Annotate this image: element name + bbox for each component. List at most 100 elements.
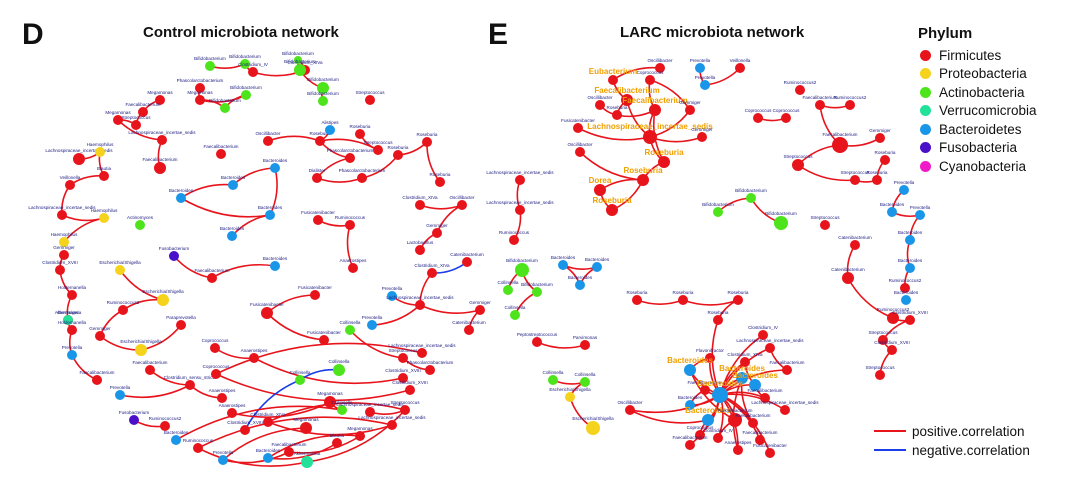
legend-label: Cyanobacteria [939,158,1027,174]
control-node-clostridium-xviii: Clostridium_XVIII [385,368,421,383]
control-node-label: Lachnospiraceae_incertae_sedis [388,343,456,348]
control-node-marker [227,408,237,418]
control-node-marker [185,380,195,390]
control-node-marker [241,90,251,100]
control-node-label: Haemophilus [91,208,119,213]
larc-node-marker [887,207,897,217]
control-node-bacteroides: Bacteroides [263,256,288,271]
larc-node-marker [612,110,622,120]
control-node-label: Fusicatenibacter [307,330,341,335]
larc-node-label: Clostridium_XIVa [727,352,763,357]
larc-node-oscillibacter: Oscillibacter [617,400,643,415]
larc-node-roseburia: Roseburia [623,166,663,186]
control-node-label: Fusicatenibacter [298,285,332,290]
control-edge [99,309,124,337]
control-node-lachnospiraceae-incertae-sedis: Lachnospiraceae_incertae_sedis [388,343,456,358]
larc-node-label: Streptococcus [810,215,840,220]
control-edge [119,384,191,399]
control-node-veillonella: Veillonella [60,175,81,190]
control-node-label: Fusicatenibacter [301,210,335,215]
larc-node-lachnospiraceae-incertae-sedis: Lachnospiraceae_incertae_sedis [736,338,804,353]
control-node-faecalibacterium: Faecalibacterium [80,370,115,385]
larc-node-marker [872,175,882,185]
control-node-oscillibacter: Oscillibacter [449,195,475,210]
larc-node-label: Fusicatenibacter [753,443,787,448]
larc-node-label: Faecalibacterium [803,95,838,100]
control-node-phascolarctobacterium: Phascolarctobacterium [177,78,224,93]
larc-node-clostridium-iv: Clostridium_IV [748,325,779,340]
control-node-clostridium-xiva: Clostridium_XIVa [250,412,286,427]
larc-node-label: Escherichia/Shigella [572,416,614,421]
larc-node-marker [595,100,605,110]
larc-node-label: Bifidobacterium [521,282,553,287]
control-node-marker [157,135,167,145]
control-node-marker [427,268,437,278]
larc-node-label: Coprococcus [687,425,715,430]
larc-node-lachnospiraceae-incertae-sedis: Lachnospiraceae_incertae_sedis [486,200,554,215]
larc-node-escherichia-shigella: Escherichia/Shigella [572,416,614,435]
larc-node-label: Coprococcus [745,108,773,113]
control-node-label: Roseburia [388,145,409,150]
control-node-label: Actinomyces [127,215,154,220]
larc-node-marker [901,295,911,305]
control-node-label: Clostridium_XVIII [392,380,428,385]
larc-node-marker [758,330,768,340]
larc-node-label: Clostridium_IV [748,325,779,330]
control-node-label: Coprococcus [203,364,231,369]
control-node-bacteroides: Bacteroides [263,158,288,173]
larc-node-label: Coprococcus [637,70,665,75]
larc-node-marker [573,123,583,133]
control-node-marker [263,417,273,427]
larc-node-label: Clostridium_XVIII [892,310,928,315]
legend-swatch [920,105,931,116]
control-node-clostridium-iv: Clostridium_IV [238,62,269,77]
control-node-gemmiger: Gemmiger [469,300,491,315]
control-node-bacteroides: Bacteroides [164,430,189,445]
larc-node-marker [832,137,848,153]
larc-node-label: Roseburia [623,166,663,175]
larc-node-marker [748,418,758,428]
control-node-dialister: Dialister [309,168,326,183]
larc-node-faecalibacterium: Faecalibacterium [743,430,778,445]
larc-node-label: Prevotella [894,180,915,185]
correlation-swatch [874,430,906,432]
control-node-label: Bifidobacterium [307,77,339,82]
larc-node-label: Ruminococcus2 [889,278,922,283]
larc-node-marker [685,440,695,450]
control-node-marker [131,120,141,130]
control-node-marker [217,393,227,403]
larc-node-collinsella: Collinsella [498,280,519,295]
control-node-label: Faecalibacterium [126,102,161,107]
control-node-label: Alistipes [321,120,339,125]
larc-node-label: Veillonella [730,58,751,63]
larc-node-bacteroides: Bacteroides [898,258,923,273]
larc-node-label: Oscillibacter [617,400,642,405]
control-node-coprococcus: Coprococcus [202,338,229,353]
control-node-label: Fusobacterium [119,410,150,415]
control-edge [71,354,98,381]
larc-node-marker [705,353,715,363]
control-node-label: Ruminococcus [335,215,366,220]
control-edge [63,217,105,243]
larc-node-label: Streptococcus [840,170,870,175]
control-node-fusobacterium: Fusobacterium [159,246,189,261]
control-node-label: Akkermansia [55,310,82,315]
legend-item-actinobacteria: Actinobacteria [920,83,1025,101]
control-node-clostridium-xiva: Clostridium_XIVa [402,195,438,210]
larc-node-marker [740,357,750,367]
legend-swatch [920,123,931,135]
legend-label: Firmicutes [939,47,1002,63]
larc-node-label: Clostridium_IV [703,428,734,433]
correlation-label: negative.correlation [912,442,1030,458]
larc-node-label: Gemmiger [679,100,701,105]
larc-node-bifidobacterium: Bifidobacterium [506,258,538,277]
larc-node-marker [749,379,761,391]
larc-node-bacteroides: Bacteroides [551,255,576,270]
larc-node-marker [733,295,743,305]
larc-node-label: Faecalibacterium [743,430,778,435]
larc-node-marker [733,445,743,455]
control-node-bifidobacterium: Bifidobacterium [284,59,316,76]
control-node-anaerostipes: Anaerostipes [340,258,367,273]
control-node-bifidobacterium: Bifidobacterium [282,51,314,64]
control-node-label: Gemmiger [89,326,111,331]
